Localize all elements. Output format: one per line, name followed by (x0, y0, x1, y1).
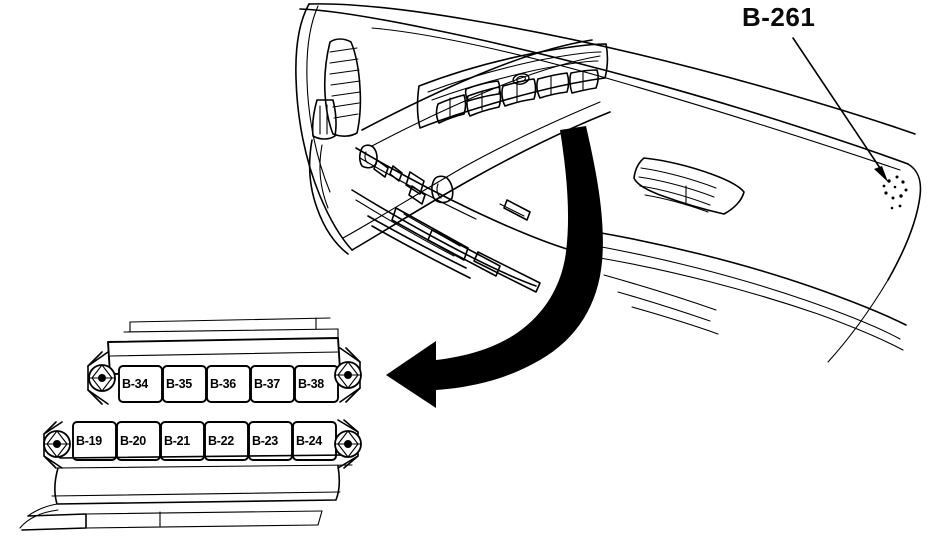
instrument-cluster-switch-row (416, 43, 609, 129)
fuse-label-b37: B-37 (254, 377, 280, 391)
upper-row-fuses (118, 365, 339, 403)
center-control-panel (351, 144, 571, 293)
instrument-panel (295, 3, 922, 363)
fuse-label-b19: B-19 (76, 434, 102, 448)
fuse-cell-b21 (160, 421, 205, 461)
fuse-label-b22: B-22 (208, 434, 234, 448)
fuse-cell-b22 (204, 421, 249, 461)
upper-left-clip (87, 351, 116, 405)
right-side-vent (633, 157, 745, 215)
upper-right-clip (334, 347, 362, 403)
lower-right-clip (334, 419, 362, 469)
fuse-cell-b34 (118, 365, 163, 403)
fuse-cell-b20 (116, 421, 161, 461)
b261-leader (792, 37, 888, 182)
lower-row-housing (51, 454, 353, 505)
upper-row-housing (107, 337, 341, 375)
fuse-label-b35: B-35 (166, 377, 192, 391)
lower-flange (19, 503, 323, 531)
fuse-label-b21: B-21 (164, 434, 190, 448)
fuse-cell-b36 (206, 365, 251, 403)
fuse-label-b34: B-34 (122, 377, 148, 391)
fuse-label-b23: B-23 (252, 434, 278, 448)
curved-arrow (386, 126, 603, 408)
left-lower-vent (311, 99, 337, 140)
fuse-cell-b37 (250, 365, 295, 403)
b261-connector-stipple (882, 175, 908, 210)
lower-left-clip (43, 421, 71, 469)
fuse-label-b20: B-20 (120, 434, 146, 448)
lower-row-fuses (72, 421, 337, 461)
fuse-label-b38: B-38 (298, 377, 324, 391)
cluster-knob (512, 73, 530, 85)
left-side-vent (323, 38, 362, 137)
fuse-cell-b19 (72, 421, 117, 461)
fuse-cell-b23 (248, 421, 293, 461)
fuse-label-b24: B-24 (296, 434, 322, 448)
rocker-switch-group (435, 69, 599, 124)
fuse-cell-b35 (162, 365, 207, 403)
fuse-block (19, 317, 362, 531)
callout-label-b261: B-261 (742, 2, 816, 32)
fuse-label-b36: B-36 (210, 377, 236, 391)
